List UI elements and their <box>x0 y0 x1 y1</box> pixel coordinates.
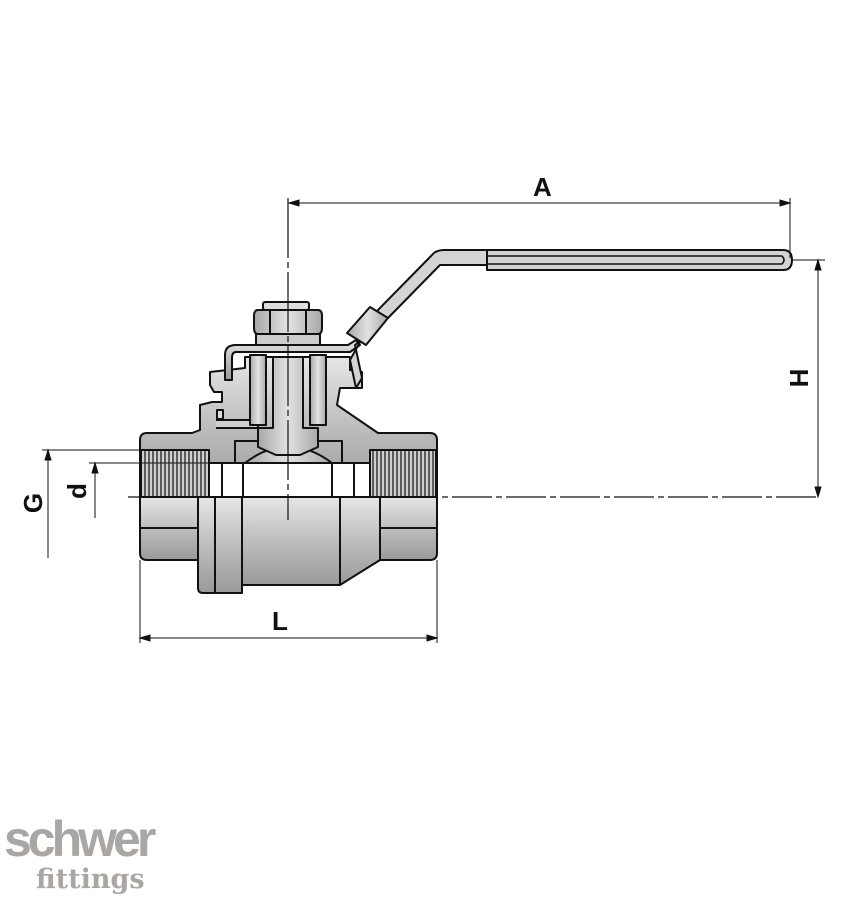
arrows-L <box>138 634 439 642</box>
flange <box>197 496 243 594</box>
arrow-G <box>44 448 52 461</box>
label-H: H <box>784 369 814 388</box>
logo-line1: schwer <box>4 811 156 867</box>
bore <box>208 462 371 498</box>
lever-plate <box>224 339 361 381</box>
handle-lever <box>349 249 793 389</box>
label-d: d <box>62 483 92 499</box>
arrows-H <box>814 258 822 499</box>
arrows-A <box>287 199 792 207</box>
center-body <box>241 496 381 586</box>
handle-grip <box>487 255 785 265</box>
schwer-fittings-logo: schwer fittings <box>4 811 160 895</box>
valve-body <box>139 249 793 594</box>
label-G: G <box>18 493 48 513</box>
centerlines <box>128 198 820 520</box>
stop-pin <box>216 409 224 420</box>
gland-left <box>249 354 267 426</box>
logo-line2: fittings <box>36 864 145 895</box>
right-thread <box>369 449 437 498</box>
label-L: L <box>272 606 288 636</box>
gland-right <box>309 354 327 426</box>
left-thread <box>140 449 210 498</box>
dimension-labels: A L H G d <box>18 172 814 636</box>
dimension-lines <box>42 198 825 643</box>
nut-top <box>262 301 310 311</box>
seat <box>234 440 343 463</box>
label-A: A <box>533 172 552 202</box>
arrow-d <box>91 461 99 474</box>
handle-sleeve <box>346 306 389 346</box>
